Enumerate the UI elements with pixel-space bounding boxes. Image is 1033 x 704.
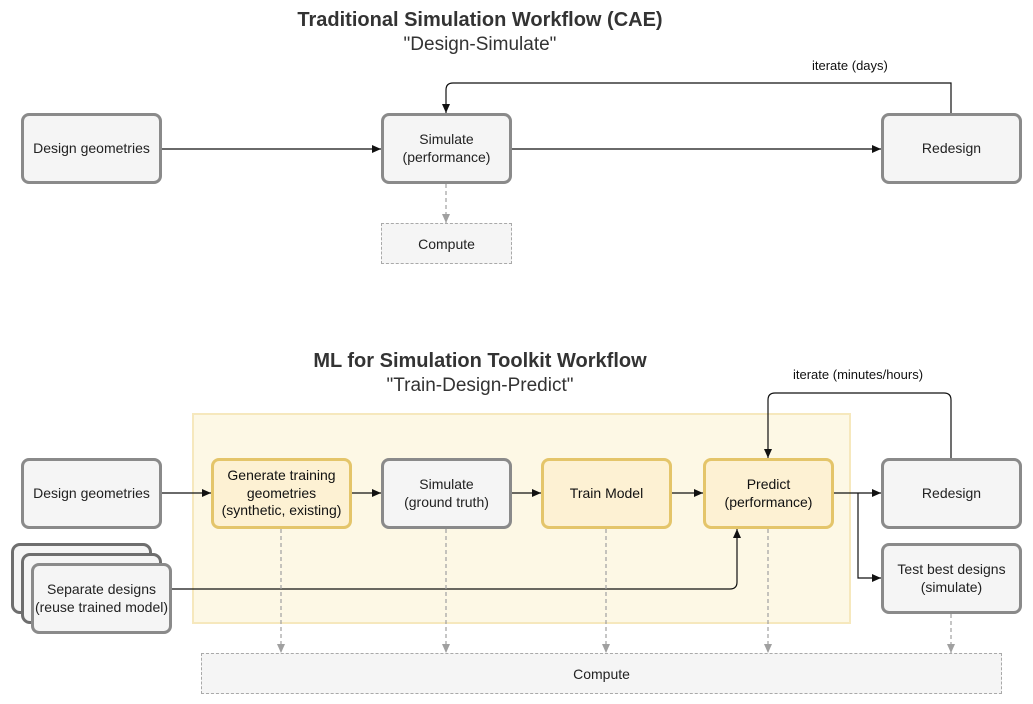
separate-designs-node: Separate designs (reuse trained model) [31, 563, 172, 634]
ml-subtitle: "Train-Design-Predict" [386, 375, 574, 396]
arrow-iterate-minutes [764, 392, 952, 458]
train-model-node: Train Model [541, 458, 672, 529]
trad-design-geometries-node: Design geometries [21, 113, 162, 184]
trad-simulate-node: Simulate (performance) [381, 113, 512, 184]
arrow-iterate-days [442, 82, 952, 113]
ml-iterate-label: iterate (minutes/hours) [793, 367, 924, 382]
traditional-title: Traditional Simulation Workflow (CAE) [297, 9, 663, 31]
simulate-ground-truth-node: Simulate (ground truth) [381, 458, 512, 529]
ml-design-geometries-node: Design geometries [21, 458, 162, 529]
ml-redesign-node: Redesign [881, 458, 1022, 529]
predict-node: Predict (performance) [703, 458, 834, 529]
test-best-designs-node: Test best designs (simulate) [881, 543, 1022, 614]
trad-redesign-node: Redesign [881, 113, 1022, 184]
traditional-subtitle: "Design-Simulate" [403, 34, 557, 55]
arrow-separate-to-predict [172, 529, 741, 590]
trad-iterate-label: iterate (days) [812, 58, 888, 73]
ml-title: ML for Simulation Toolkit Workflow [313, 350, 647, 372]
trad-compute-box: Compute [381, 223, 512, 264]
arrow-predict-to-test [857, 493, 881, 582]
ml-compute-box: Compute [201, 653, 1002, 694]
generate-training-node: Generate training geometries (synthetic,… [211, 458, 352, 529]
